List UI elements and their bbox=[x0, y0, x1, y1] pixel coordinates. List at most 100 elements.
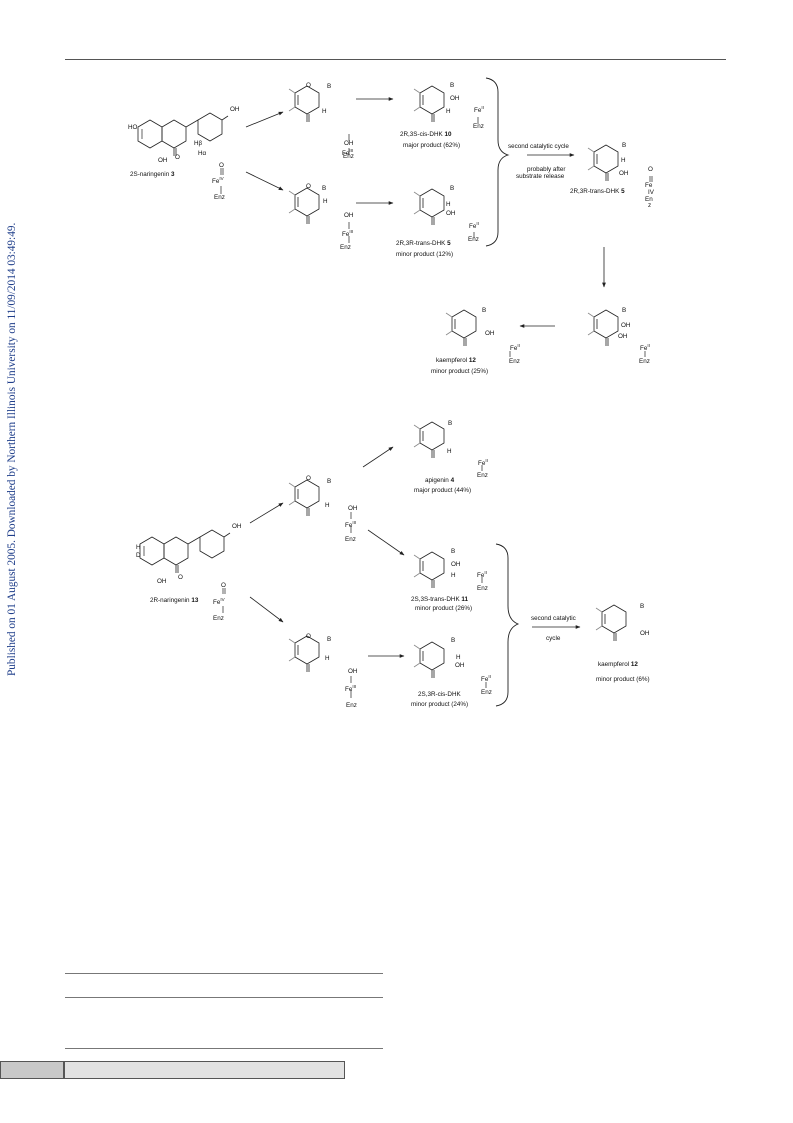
atom-label-H: H bbox=[325, 502, 330, 509]
enzyme-label: En bbox=[645, 196, 653, 203]
atom-label-OH: OH bbox=[621, 322, 631, 329]
atom-label-H: H bbox=[456, 654, 461, 661]
atom-label-B: B bbox=[327, 636, 332, 643]
atom-label-OH: OH bbox=[232, 523, 242, 530]
enzyme-label: Enz bbox=[340, 244, 351, 251]
atom-label-OH: OH bbox=[348, 668, 358, 675]
enzyme-label: Enz bbox=[346, 702, 357, 709]
atom-label-B: B bbox=[640, 603, 645, 610]
kaempferol-12-label-a: kaempferol 12 bbox=[436, 357, 476, 364]
enzyme-label: Enz bbox=[343, 153, 354, 160]
enzyme-label: Enz bbox=[477, 472, 488, 479]
trans-dhk-11-label: 2S,3S-trans-DHK 11 bbox=[411, 596, 469, 603]
enzyme-label: Enz bbox=[214, 194, 225, 201]
atom-label-B: B bbox=[451, 637, 456, 644]
footnote-rule-3 bbox=[65, 1048, 383, 1049]
page-number-box bbox=[0, 1061, 64, 1079]
iron-II-label: FeII bbox=[469, 221, 479, 231]
atom-label-B: B bbox=[622, 307, 627, 314]
atom-label-H: H bbox=[322, 108, 327, 115]
atom-label-H: H bbox=[621, 157, 626, 164]
enzyme-label: Enz bbox=[213, 615, 224, 622]
apigenin-4-yield: major product (44%) bbox=[414, 487, 472, 494]
second-catalytic-label: second catalytic bbox=[531, 615, 576, 622]
atom-label-OH: OH bbox=[230, 106, 240, 113]
cis-dhk-10-structure bbox=[413, 85, 445, 123]
atom-label-H: H bbox=[451, 572, 456, 579]
trans-dhk-5-structure-a bbox=[413, 188, 445, 226]
naringenin-2R-structure bbox=[139, 529, 231, 574]
header-rule bbox=[65, 59, 726, 60]
atom-label-OH: OH bbox=[485, 330, 495, 337]
iron-III-label: FeIII bbox=[345, 684, 357, 694]
atom-label-Ha: Hα bbox=[198, 150, 207, 157]
iron-II-label: FeII bbox=[477, 570, 487, 580]
trans-dhk-5-structure-b bbox=[587, 144, 619, 182]
atom-label-O: O bbox=[219, 162, 224, 169]
kaempferol-12-structure-b bbox=[595, 604, 627, 642]
iron-III-label: FeIII bbox=[342, 148, 354, 158]
radical-intermediate-bottom bbox=[288, 187, 320, 225]
atom-label-OH: OH bbox=[618, 333, 628, 340]
naringenin-2R-label: 2R-naringenin 13 bbox=[150, 597, 199, 604]
substrate-release-label: substrate release bbox=[516, 173, 565, 180]
atom-label-O: O bbox=[221, 582, 226, 589]
cis-dhk-10-label: 2R,3S-cis-DHK 10 bbox=[400, 131, 452, 138]
atom-label-B: B bbox=[451, 548, 456, 555]
enzyme-z-label: z bbox=[648, 202, 652, 209]
trans-dhk-5-label-b: 2R,3R-trans-DHK 5 bbox=[570, 188, 625, 195]
atom-label-H: H bbox=[447, 448, 452, 455]
atom-label-O: O bbox=[306, 183, 311, 190]
radical-intermediate-top bbox=[288, 85, 320, 123]
atom-label-OH: OH bbox=[344, 212, 354, 219]
enzyme-label: Enz bbox=[639, 358, 650, 365]
iron-III-label: FeIII bbox=[342, 229, 354, 239]
atom-label-OH: OH bbox=[446, 210, 456, 217]
enzyme-label: Enz bbox=[481, 689, 492, 696]
atom-label-B: B bbox=[327, 83, 332, 90]
enzyme-label: Enz bbox=[477, 585, 488, 592]
atom-label-OH: OH bbox=[619, 170, 629, 177]
atom-label-OH: OH bbox=[455, 662, 465, 669]
trans-dhk-5-label: 2R,3R-trans-DHK 5 bbox=[396, 240, 451, 247]
atom-label-B: B bbox=[450, 185, 455, 192]
radical-intermediate-2-bottom bbox=[288, 635, 320, 673]
kaempferol-12-yield-b: minor product (6%) bbox=[596, 676, 650, 683]
kaempferol-12-structure-a bbox=[445, 309, 477, 347]
apigenin-4-structure bbox=[413, 421, 445, 459]
iron-II-label: FeII bbox=[510, 343, 520, 353]
atom-label-O: O bbox=[306, 82, 311, 89]
atom-label-OH: OH bbox=[158, 157, 168, 164]
enzyme-label: Enz bbox=[473, 123, 484, 130]
cis-dhk-structure bbox=[413, 641, 445, 679]
iron-II-label: FeII bbox=[478, 458, 488, 468]
atom-label-OH: OH bbox=[450, 95, 460, 102]
atom-label-Hb: Hβ bbox=[194, 140, 203, 147]
apigenin-4-label: apigenin 4 bbox=[425, 477, 455, 484]
kaempferol-12-yield-a: minor product (25%) bbox=[431, 368, 489, 375]
atom-label-H: H bbox=[136, 544, 141, 551]
ferryl-label: FeIV bbox=[212, 176, 224, 186]
atom-label-OH: OH bbox=[451, 561, 461, 568]
footnote-rule-1 bbox=[65, 973, 383, 974]
atom-label-O: O bbox=[178, 574, 183, 581]
atom-label-O: O bbox=[648, 166, 653, 173]
trans-dhk-5-yield: minor product (12%) bbox=[396, 251, 454, 258]
cis-dhk-label: 2S,3R-cis-DHK bbox=[418, 691, 461, 698]
atom-label-B: B bbox=[327, 478, 332, 485]
enzyme-label: Enz bbox=[345, 536, 356, 543]
ferryl-iv-label: IV bbox=[648, 189, 654, 196]
cis-dhk-10-yield: major product (62%) bbox=[403, 142, 461, 149]
atom-label-O: O bbox=[306, 475, 311, 482]
enzyme-label: Enz bbox=[468, 236, 479, 243]
naringenin-2S-label: 2S-naringenin 3 bbox=[130, 171, 175, 178]
enzyme-label: Enz bbox=[509, 358, 520, 365]
atom-label-B: B bbox=[448, 420, 453, 427]
journal-footer-bar bbox=[64, 1061, 345, 1079]
atom-label-OH: OH bbox=[640, 630, 650, 637]
trans-dhk-11-structure bbox=[413, 551, 445, 589]
atom-label-B: B bbox=[322, 185, 327, 192]
atom-label-D: D bbox=[136, 552, 141, 559]
iron-II-label: FeII bbox=[474, 105, 484, 115]
